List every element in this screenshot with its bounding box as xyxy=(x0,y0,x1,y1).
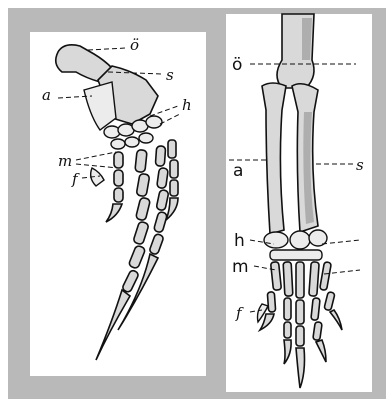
left-label-s: s xyxy=(166,66,174,84)
right-label-s: s xyxy=(356,156,364,174)
left-label-a: a xyxy=(42,86,51,104)
right-digit-2 xyxy=(283,262,293,364)
left-label-m: m xyxy=(58,152,72,170)
left-label-h: h xyxy=(182,96,192,114)
right-label-m: m xyxy=(232,257,249,277)
right-label-a: a xyxy=(233,161,243,181)
right-label-o: ö xyxy=(232,55,242,75)
left-label-o: ö xyxy=(130,36,139,54)
right-label-h: h xyxy=(234,231,245,251)
right-carpals xyxy=(264,230,327,260)
